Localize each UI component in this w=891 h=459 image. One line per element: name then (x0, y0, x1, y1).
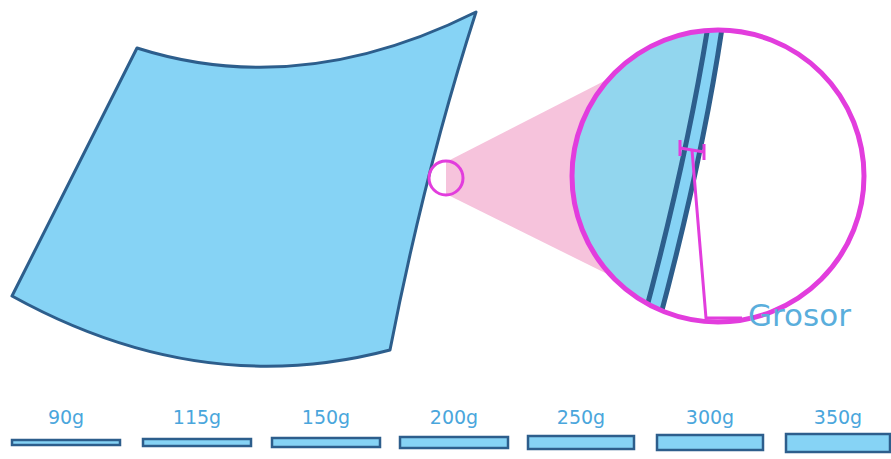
zoom-spot (429, 161, 463, 195)
paper-sheet (12, 12, 476, 366)
weight-label: 300g (686, 408, 734, 427)
weight-label: 350g (814, 408, 862, 427)
lens-rim (572, 30, 864, 322)
weight-label: 150g (302, 408, 350, 427)
weight-label: 115g (173, 408, 221, 427)
weight-label: 200g (430, 408, 478, 427)
thickness-bars (12, 434, 890, 452)
weight-label: 250g (557, 408, 605, 427)
leader-line (692, 150, 742, 318)
thickness-label: Grosor (748, 300, 851, 331)
weight-label: 90g (48, 408, 84, 427)
